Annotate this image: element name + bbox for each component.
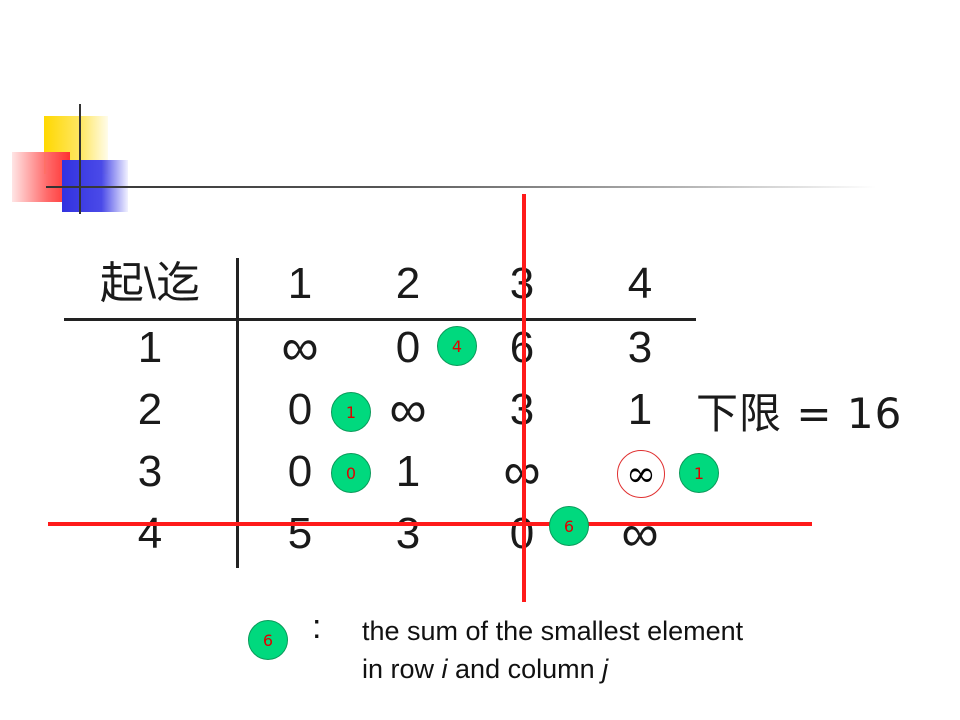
table-row-label: 1 <box>137 323 163 372</box>
table-cell: 3 <box>472 380 572 440</box>
logo-vertical-line <box>79 104 81 214</box>
cost-matrix-table: 起\迄 1 2 3 4 1 ∞ 0 6 3 2 0 ∞ 3 1 3 0 1 ∞ … <box>60 254 700 574</box>
crossed-row-line <box>48 522 812 526</box>
table-cell: 6 <box>472 318 572 378</box>
crossed-column-line <box>522 194 526 602</box>
table-cell: 0 <box>287 385 313 434</box>
table-cell: 0 <box>287 447 313 496</box>
table-cell: 3 <box>395 509 421 558</box>
table-row-label: 3 <box>137 447 163 496</box>
table-header-cell: 3 <box>472 254 572 314</box>
legend-line-2: in row i and column j <box>362 650 882 688</box>
table-cell: 0 <box>472 504 572 564</box>
table-header-cell: 4 <box>627 259 653 308</box>
table-header-divider <box>64 318 696 321</box>
penalty-badge: 4 <box>437 326 477 366</box>
lower-bound-label: 下限 = 16 <box>696 389 903 438</box>
legend-italic-j: j <box>602 654 609 684</box>
legend-colon: : <box>312 608 322 646</box>
table-cell: ∞ <box>472 442 572 502</box>
legend-explanation: the sum of the smallest element in row i… <box>362 612 882 688</box>
legend-text: and column <box>447 654 603 684</box>
circled-infinity-cell: ∞ <box>617 450 665 498</box>
table-cell: 1 <box>395 447 421 496</box>
table-row-label: 2 <box>137 385 163 434</box>
table-column-divider <box>236 258 239 568</box>
legend-text: in row <box>362 654 442 684</box>
legend-italic-i: i <box>441 654 448 684</box>
title-underline <box>46 186 876 188</box>
logo-red-square <box>12 152 70 202</box>
table-cell: 5 <box>287 509 313 558</box>
penalty-badge: 0 <box>331 453 371 493</box>
table-cell: 3 <box>627 323 653 372</box>
table-header-cell: 2 <box>395 259 421 308</box>
table-row-label: 4 <box>137 509 163 558</box>
penalty-badge: 1 <box>679 453 719 493</box>
table-header-cell: 1 <box>287 259 313 308</box>
table-cell: 0 <box>395 323 421 372</box>
table-cell: ∞ <box>621 505 659 563</box>
table-cell: ∞ <box>389 381 427 439</box>
penalty-badge: 1 <box>331 392 371 432</box>
table-header-corner: 起\迄 <box>99 259 201 308</box>
legend-line-1: the sum of the smallest element <box>362 616 744 646</box>
table-cell: 1 <box>627 385 653 434</box>
legend-badge: 6 <box>248 620 288 660</box>
penalty-badge: 6 <box>549 506 589 546</box>
table-cell: ∞ <box>281 319 319 377</box>
